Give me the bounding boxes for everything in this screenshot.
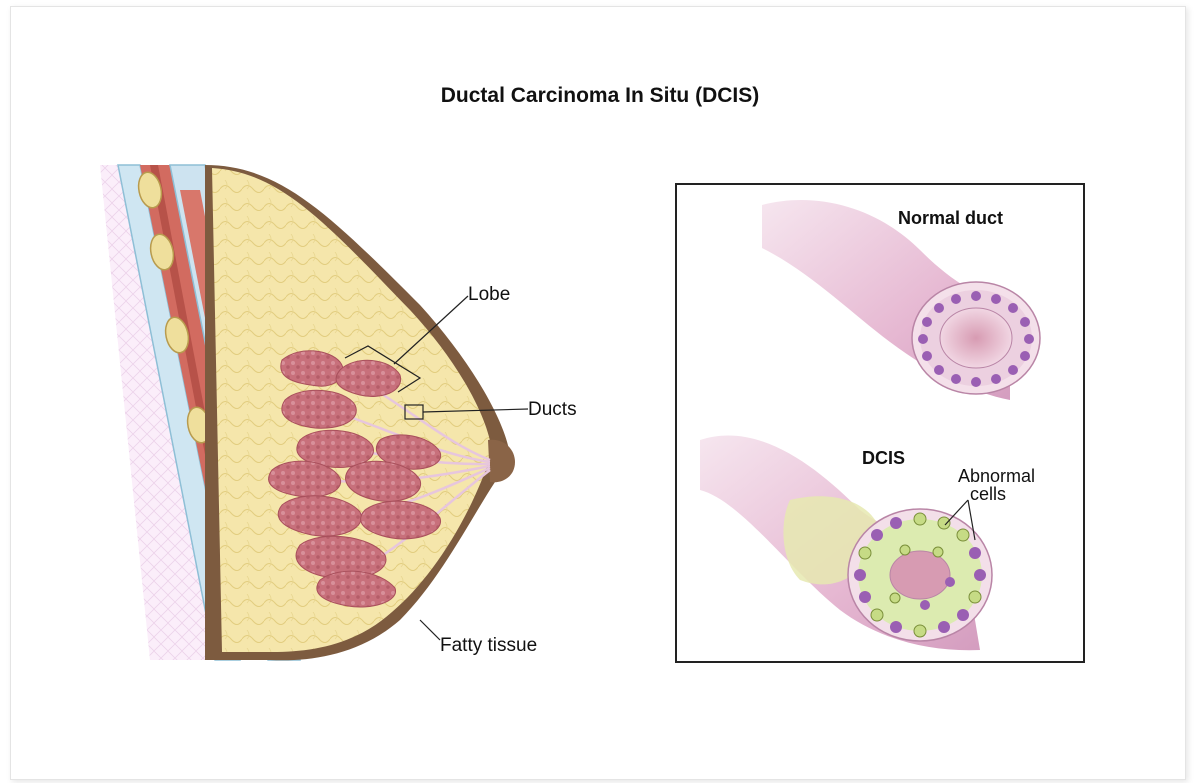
label-dcis: DCIS: [862, 448, 905, 468]
label-ducts: Ducts: [528, 399, 577, 420]
label-fatty-tissue: Fatty tissue: [440, 635, 537, 656]
label-normal-duct: Normal duct: [898, 208, 1003, 228]
label-lobe: Lobe: [468, 284, 510, 305]
label-abnormal-cells-line2: cells: [970, 484, 1006, 504]
label-abnormal-cells-line1: Abnormal: [958, 466, 1035, 486]
